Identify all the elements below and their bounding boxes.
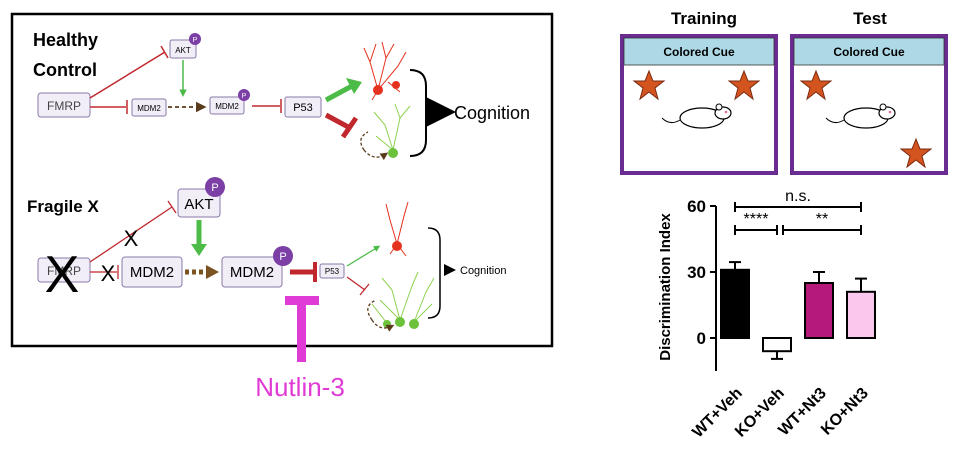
healthy-akt-box [169, 39, 197, 59]
nutlin-label: Nutlin-3 [255, 372, 345, 402]
healthy-fmrp-label: FMRP [47, 99, 81, 113]
healthy-title-line1: Healthy [33, 30, 98, 50]
healthy-fmrp-box [37, 92, 91, 118]
bar-wt-veh [720, 268, 750, 339]
fragile-mdm2-p-box [221, 256, 283, 288]
fragile-mdm2-p-label: MDM2 [230, 264, 274, 281]
y-tick-label-60: 60 [687, 197, 706, 216]
training-cue-strip [623, 37, 775, 66]
healthy-p53-box [284, 96, 322, 118]
fragile-p53-activate-arrow [346, 245, 381, 267]
fragile-mdm2-phospho: P [279, 251, 286, 263]
discrimination-chart: Discrimination Index 03060WT+VehKO+VehWT… [657, 188, 876, 441]
fragile-mdm2-phospho-icon [273, 246, 293, 266]
healthy-title-line2: Control [33, 60, 97, 80]
bar-ko-veh [762, 337, 792, 353]
training-star-left-icon [632, 69, 666, 101]
healthy-p53-label: P53 [293, 102, 313, 114]
diagram-frame [10, 12, 554, 348]
healthy-red-neurons [363, 41, 407, 101]
healthy-feedback-arrow [360, 131, 386, 157]
healthy-mdm2-p-box [209, 96, 245, 115]
sig-label-2: ** [816, 211, 828, 228]
y-tick-label-0: 0 [697, 329, 706, 348]
fragile-fmrp-knockout-mark: X [45, 246, 80, 304]
fragile-fmrp-label: FMRP [47, 264, 81, 278]
healthy-mdm2-box [131, 98, 167, 117]
fragile-akt-phospho-icon [205, 177, 225, 197]
fragile-akt-label: AKT [184, 196, 213, 213]
training-title: Training [671, 9, 737, 28]
chart-ylabel: Discrimination Index [657, 213, 674, 361]
training-cue-label: Colored Cue [663, 45, 735, 59]
test-star-moved-icon [899, 137, 933, 169]
test-title: Test [853, 9, 887, 28]
bar-wt-nt3 [804, 282, 834, 339]
healthy-akt-phospho-icon [189, 33, 201, 45]
healthy-akt-label: AKT [175, 46, 191, 55]
healthy-p53-inhibit-arrow [324, 112, 352, 131]
fragile-feedback-arrow [367, 299, 392, 328]
sig-label-0: n.s. [785, 188, 811, 205]
fragile-fmrp-inhibit-akt [89, 206, 173, 263]
test-star-left-icon [799, 69, 833, 101]
nutlin-stem [297, 300, 306, 362]
healthy-akt-phospho: P [193, 37, 198, 44]
bar-ko-nt3 [846, 290, 876, 340]
healthy-mdm2-phospho-icon [238, 89, 250, 101]
fragile-mdm2-label: MDM2 [130, 264, 174, 281]
training-star-right-icon [727, 69, 761, 101]
training-mouse-icon [661, 103, 732, 129]
healthy-cognition-label: Cognition [454, 103, 530, 123]
fragile-cognition-label: Cognition [460, 265, 506, 277]
fragile-bracket [427, 227, 441, 319]
fragile-akt-link-cut-mark: X [124, 226, 139, 251]
fragile-green-neurons [371, 271, 435, 323]
fragile-p53-inhibit-arrow [346, 276, 366, 291]
healthy-bracket [409, 69, 427, 157]
task-panels: Training Test Colored Cue Colored Cue [620, 9, 948, 175]
fragile-red-neurons [385, 201, 409, 257]
fragile-mdm2-box [121, 256, 183, 288]
healthy-mdm2-p-label: MDM2 [215, 102, 239, 111]
healthy-mdm2-label: MDM2 [137, 104, 161, 113]
x-tick-label-3: KO+Nt3 [818, 385, 872, 439]
y-tick-label-30: 30 [687, 263, 706, 282]
test-cue-strip [793, 37, 945, 66]
fragile-p53-label: P53 [325, 267, 340, 276]
fragile-mdm2-link-cut-mark: X [101, 261, 116, 286]
fragile-akt-box [177, 188, 221, 218]
fragile-akt-phospho: P [211, 182, 218, 194]
healthy-fmrp-inhibit-akt [89, 51, 166, 99]
fragile-fmrp-box [37, 257, 91, 283]
test-cue-label: Colored Cue [833, 45, 905, 59]
sig-label-1: **** [744, 211, 769, 228]
healthy-mdm2-phospho: P [242, 93, 247, 100]
healthy-p53-activate-arrow [324, 83, 354, 103]
fragile-title: Fragile X [27, 197, 99, 216]
fragile-p53-box [319, 263, 345, 279]
healthy-green-neurons [373, 103, 411, 151]
test-mouse-icon [825, 103, 896, 129]
pathway-diagram: Healthy Control FMRP AKT P MDM2 MDM2 P P… [10, 12, 554, 402]
